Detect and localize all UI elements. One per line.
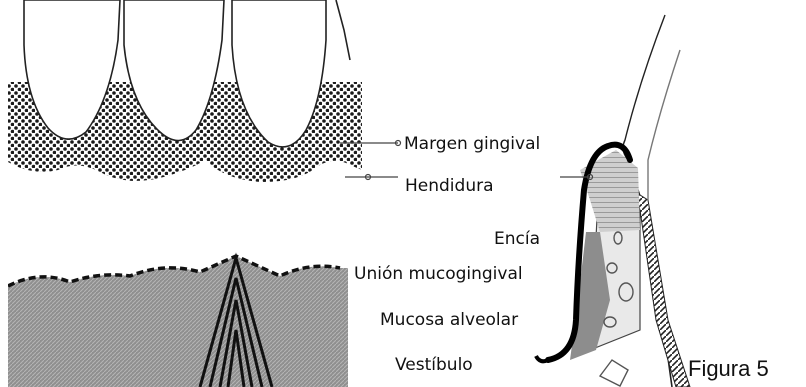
label-margen-gingival: Margen gingival: [404, 134, 540, 154]
tooth-crown-outer: [648, 50, 680, 200]
periodontal-ligament: [632, 190, 690, 387]
label-hendidura: Hendidura: [405, 176, 494, 196]
mucogingival-view: [8, 256, 348, 387]
label-vestibulo: Vestíbulo: [395, 355, 473, 375]
vestibule-fold: [536, 356, 548, 361]
label-union-mucogingival: Unión mucogingival: [354, 264, 523, 284]
label-mucosa-alveolar: Mucosa alveolar: [380, 310, 518, 330]
figure-caption: Figura 5: [688, 356, 769, 382]
sagittal-section: [536, 15, 690, 387]
label-encia: Encía: [494, 229, 540, 249]
tooth-crown-section: [623, 15, 665, 160]
tooth-edge-right: [336, 0, 350, 60]
alveolar-mucosa-area: [8, 256, 348, 387]
frontal-teeth-view: [8, 0, 362, 182]
